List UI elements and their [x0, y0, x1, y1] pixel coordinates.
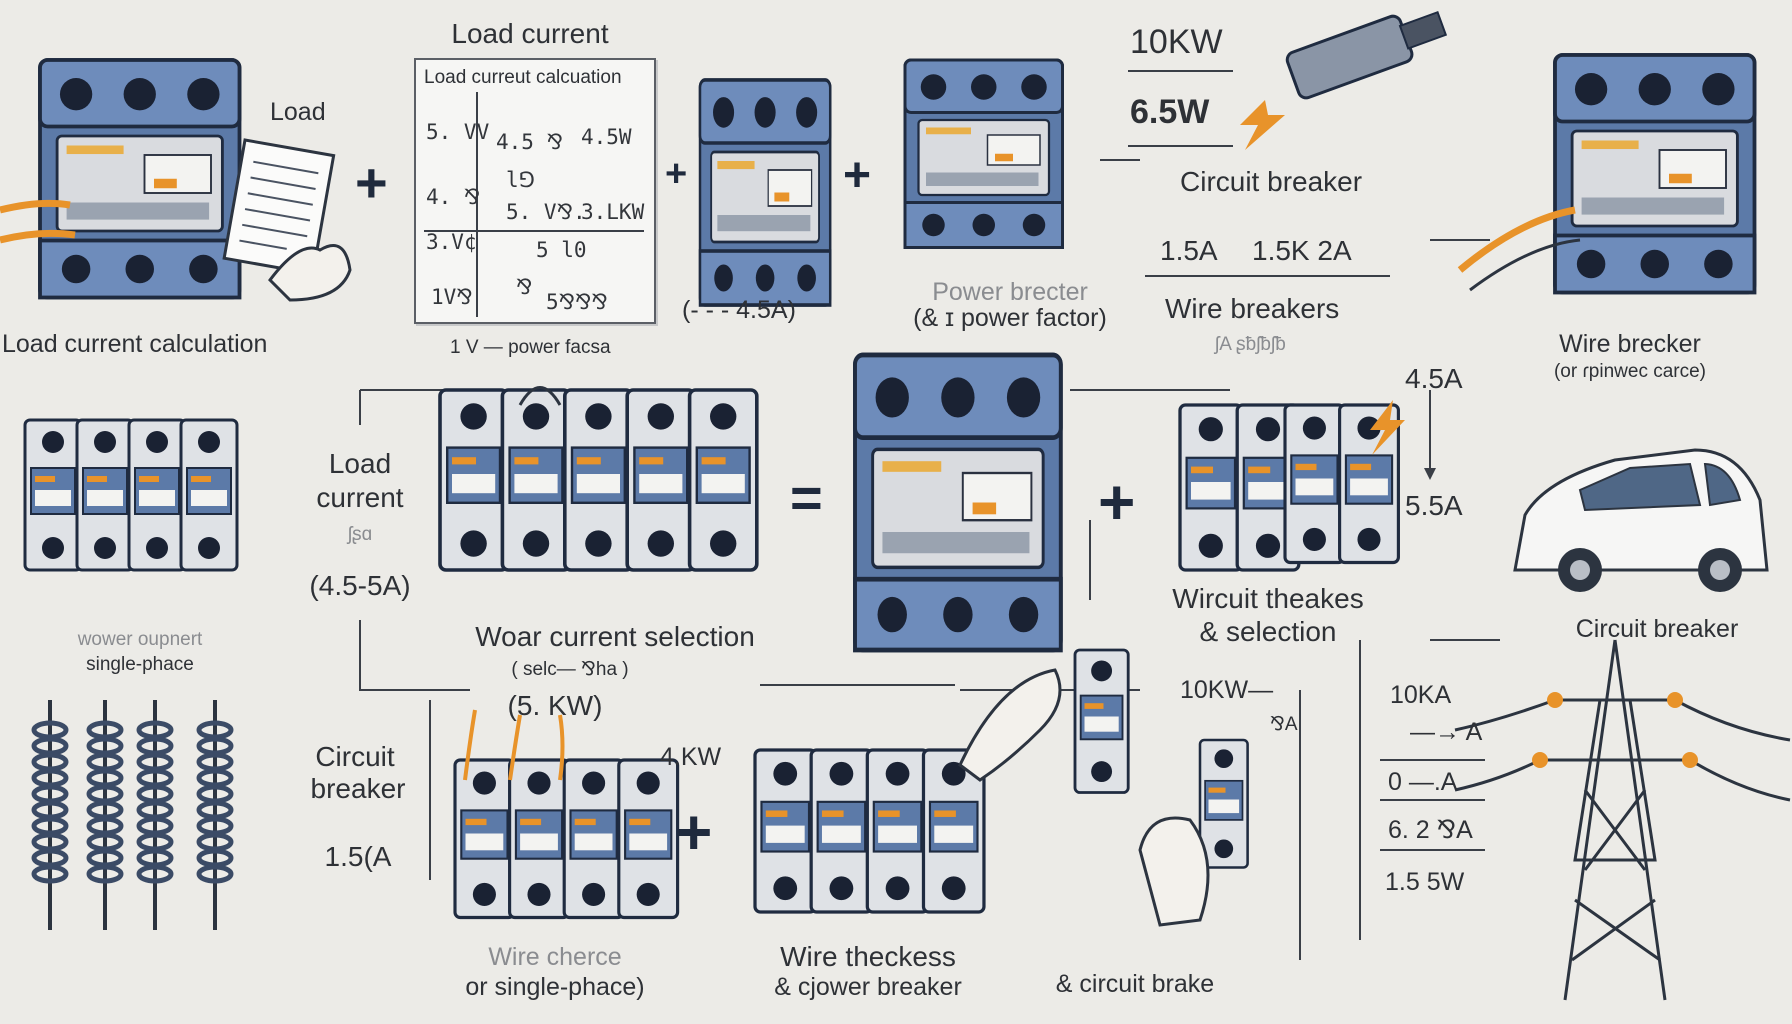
- wircuit-caption-1: Wircuit theakes: [1172, 583, 1364, 614]
- circuit-breaker-icon: [903, 58, 1064, 249]
- power-factor-caption: (& ɪ power factor): [913, 304, 1107, 332]
- wire-chance-caption-2: or single-phace): [465, 973, 645, 1001]
- calc-cell: 5 l0: [536, 238, 587, 262]
- range-label: (- - - 4.5A): [682, 296, 796, 324]
- calc-cell: 4.5W: [581, 125, 632, 149]
- amps-15k2-label: 1.5K 2A: [1252, 235, 1352, 266]
- plus-operator: +: [843, 149, 872, 202]
- circuit-breaker-label-1: Circuit: [315, 741, 395, 772]
- plus-operator: +: [1098, 466, 1136, 538]
- kw-10-bottom-label: 10KW—: [1180, 676, 1274, 704]
- paper-note-icon: [222, 138, 336, 276]
- circuit-breaker-label-2: breaker: [310, 773, 406, 804]
- car-caption: Circuit breaker: [1575, 615, 1739, 643]
- table-row-3: 0 —.A: [1388, 768, 1458, 796]
- far-caption-2: (or ɾpinwec carce): [1553, 361, 1707, 382]
- table-row-4: 6. 2 ⅋A: [1388, 816, 1473, 844]
- circuit-breaker-icon: [1553, 53, 1757, 295]
- hand-icon: [958, 648, 1249, 927]
- lightning-icon: [1240, 100, 1285, 150]
- table-row-2: —→ A: [1410, 718, 1483, 746]
- calc-cell: 4. ⅋: [426, 185, 481, 209]
- calc-cell: 4.5 ⅋: [496, 130, 563, 154]
- plus-operator: +: [675, 796, 713, 868]
- amps-45-label: 4.5A: [1405, 363, 1463, 394]
- selection-sub-caption: ( selc— ⅋ha ): [511, 659, 629, 680]
- calc-cell: 3.V¢: [426, 230, 477, 254]
- kw-10-label: 10KW: [1130, 23, 1223, 61]
- thickness-caption-2: & cjower breaker: [774, 973, 962, 1001]
- left-caption-1: wower oupnert: [77, 629, 203, 650]
- calc-cell: 5. V⅋.: [506, 200, 586, 224]
- plus-operator: +: [355, 151, 388, 214]
- wircuit-caption-2: & selection: [1199, 616, 1337, 647]
- thickness-caption-1: Wire theckess: [780, 941, 956, 972]
- circuit-brake-caption: & circuit brake: [1055, 970, 1215, 998]
- calc-cell: ⅋: [516, 275, 533, 299]
- car-icon: [1513, 448, 1769, 592]
- load-current-label-2: current: [316, 482, 404, 513]
- watts-65-label: 6.5W: [1130, 93, 1210, 131]
- calc-panel-subtitle: Load curreut calcuation: [424, 67, 622, 88]
- tiny-note: ʃA ʂƀʃƀʃƀ: [1215, 334, 1286, 355]
- calc-panel-title: Load current: [451, 18, 609, 49]
- lightning-icon: [1370, 400, 1405, 455]
- amps-55-label: 5.5A: [1405, 490, 1463, 521]
- small-amps-label: ⅋A: [1270, 714, 1298, 735]
- kw-4-label: 4.KW: [660, 743, 722, 771]
- left-caption-2: single-phace: [86, 654, 194, 675]
- calc-cell: 5. VV: [426, 120, 490, 144]
- load-current-calculation-caption: Load current calculation: [2, 330, 268, 358]
- table-row-5: 1.5 5W: [1385, 868, 1465, 896]
- circuit-breaker-label: Circuit breaker: [1180, 166, 1363, 197]
- wire-breakers-label: Wire breakers: [1165, 293, 1340, 324]
- calc-cell: l⅁: [506, 168, 535, 192]
- calc-panel-footer: 1 V — power facsa: [450, 337, 611, 358]
- load-label: Load: [270, 98, 326, 126]
- wire-chance-caption-1: Wire cherce: [488, 943, 622, 971]
- range-45-5-label: (4.5-5A): [309, 570, 411, 601]
- far-caption-1: Wire brecker: [1559, 330, 1701, 358]
- amps-15-bottom-label: 1.5(A: [324, 841, 392, 872]
- circuit-breaker-icon: [855, 355, 1061, 650]
- power-breaker-caption: Power brecter: [932, 278, 1088, 306]
- table-row-1: 10KA: [1390, 681, 1452, 709]
- calc-panel: Load curreut calcuation 5. VV 4.5 ⅋ 4.5W…: [414, 58, 656, 324]
- plus-operator: +: [665, 153, 688, 195]
- circuit-breaker-icon: [38, 58, 242, 300]
- wire-coil-icon: [34, 700, 231, 930]
- calc-cell: 1V⅋: [431, 285, 473, 309]
- calc-cell: 3.LKW: [581, 200, 645, 224]
- amps-15-label: 1.5A: [1160, 235, 1218, 266]
- load-current-label-1: Load: [328, 448, 392, 479]
- equals-operator: =: [790, 466, 823, 529]
- calc-cell: 5⅋⅋⅋: [546, 290, 608, 314]
- power-tower-icon: [1454, 639, 1791, 1001]
- kw-5-label: (5. KW): [507, 690, 603, 721]
- circuit-breaker-icon: [753, 748, 986, 914]
- selection-caption: Woar current selection: [475, 621, 755, 652]
- small-note: ʃʂɑ: [347, 524, 373, 545]
